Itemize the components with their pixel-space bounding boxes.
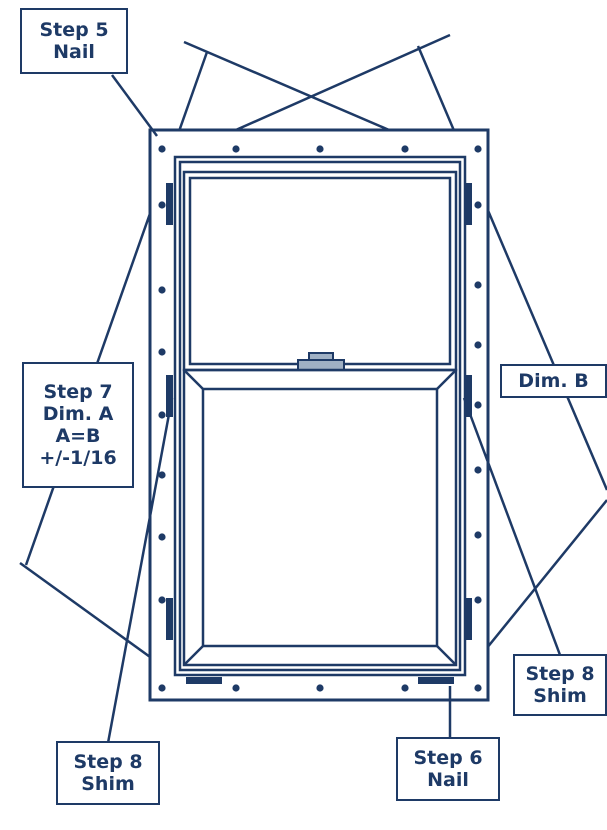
- nail-icon: [474, 281, 482, 289]
- step8-shim-right-callout: Step 8 Shim: [513, 654, 607, 716]
- leader-lines: [106, 74, 562, 744]
- shim-icon: [465, 183, 472, 225]
- step7-tolerance: +/-1/16: [39, 447, 117, 469]
- step5-nail-callout: Step 5 Nail: [20, 8, 128, 74]
- nail-icon: [474, 145, 482, 153]
- nail-icon: [158, 286, 166, 294]
- nail-icon: [158, 684, 166, 692]
- nail-icon: [474, 466, 482, 474]
- nail-icon: [474, 201, 482, 209]
- nail-icon: [232, 684, 240, 692]
- nail-icon: [401, 684, 409, 692]
- step6-title: Step 6: [413, 747, 483, 769]
- nail-icon: [158, 471, 166, 479]
- shim-icon: [418, 677, 454, 684]
- nail-icons: [158, 145, 482, 692]
- nail-icon: [232, 145, 240, 153]
- step8-left-leader: [106, 397, 174, 744]
- nail-icon: [474, 684, 482, 692]
- shim-icon: [186, 677, 222, 684]
- step5-subtitle: Nail: [53, 41, 95, 63]
- nail-icon: [158, 201, 166, 209]
- step8-left-subtitle: Shim: [81, 773, 135, 795]
- step5-title: Step 5: [39, 19, 109, 41]
- shim-icons: [166, 183, 472, 684]
- step6-subtitle: Nail: [427, 769, 469, 791]
- step8-shim-left-callout: Step 8 Shim: [56, 741, 160, 805]
- nail-icon: [401, 145, 409, 153]
- step7-dim-a-callout: Step 7 Dim. A A=B +/-1/16: [22, 362, 134, 488]
- dim-b-label: Dim. B: [518, 370, 589, 392]
- nail-icon: [474, 341, 482, 349]
- shim-icon: [465, 598, 472, 640]
- lower-sash: [182, 368, 458, 667]
- nail-icon: [474, 531, 482, 539]
- nail-icon: [158, 411, 166, 419]
- shim-icon: [465, 375, 472, 417]
- dim-b-callout: Dim. B: [500, 364, 607, 398]
- nail-icon: [474, 401, 482, 409]
- sash-lock-icon: [297, 352, 345, 371]
- nail-icon: [158, 533, 166, 541]
- nail-icon: [158, 145, 166, 153]
- nail-icon: [316, 145, 324, 153]
- step6-nail-callout: Step 6 Nail: [396, 737, 500, 801]
- step8-left-title: Step 8: [73, 751, 143, 773]
- shim-icon: [166, 375, 173, 417]
- step8-right-leader: [462, 397, 562, 656]
- nail-icon: [158, 596, 166, 604]
- nail-icon: [316, 684, 324, 692]
- shim-icon: [166, 183, 173, 225]
- nail-icon: [474, 596, 482, 604]
- step8-right-subtitle: Shim: [533, 685, 587, 707]
- dimension-b-line: [416, 45, 607, 491]
- shim-icon: [166, 598, 173, 640]
- step8-right-title: Step 8: [525, 663, 595, 685]
- step7-dim-a: Dim. A: [42, 403, 114, 425]
- nail-icon: [158, 348, 166, 356]
- step7-equation: A=B: [55, 425, 101, 447]
- window-frame: [173, 155, 467, 677]
- step7-title: Step 7: [43, 381, 113, 403]
- step5-leader: [110, 74, 159, 137]
